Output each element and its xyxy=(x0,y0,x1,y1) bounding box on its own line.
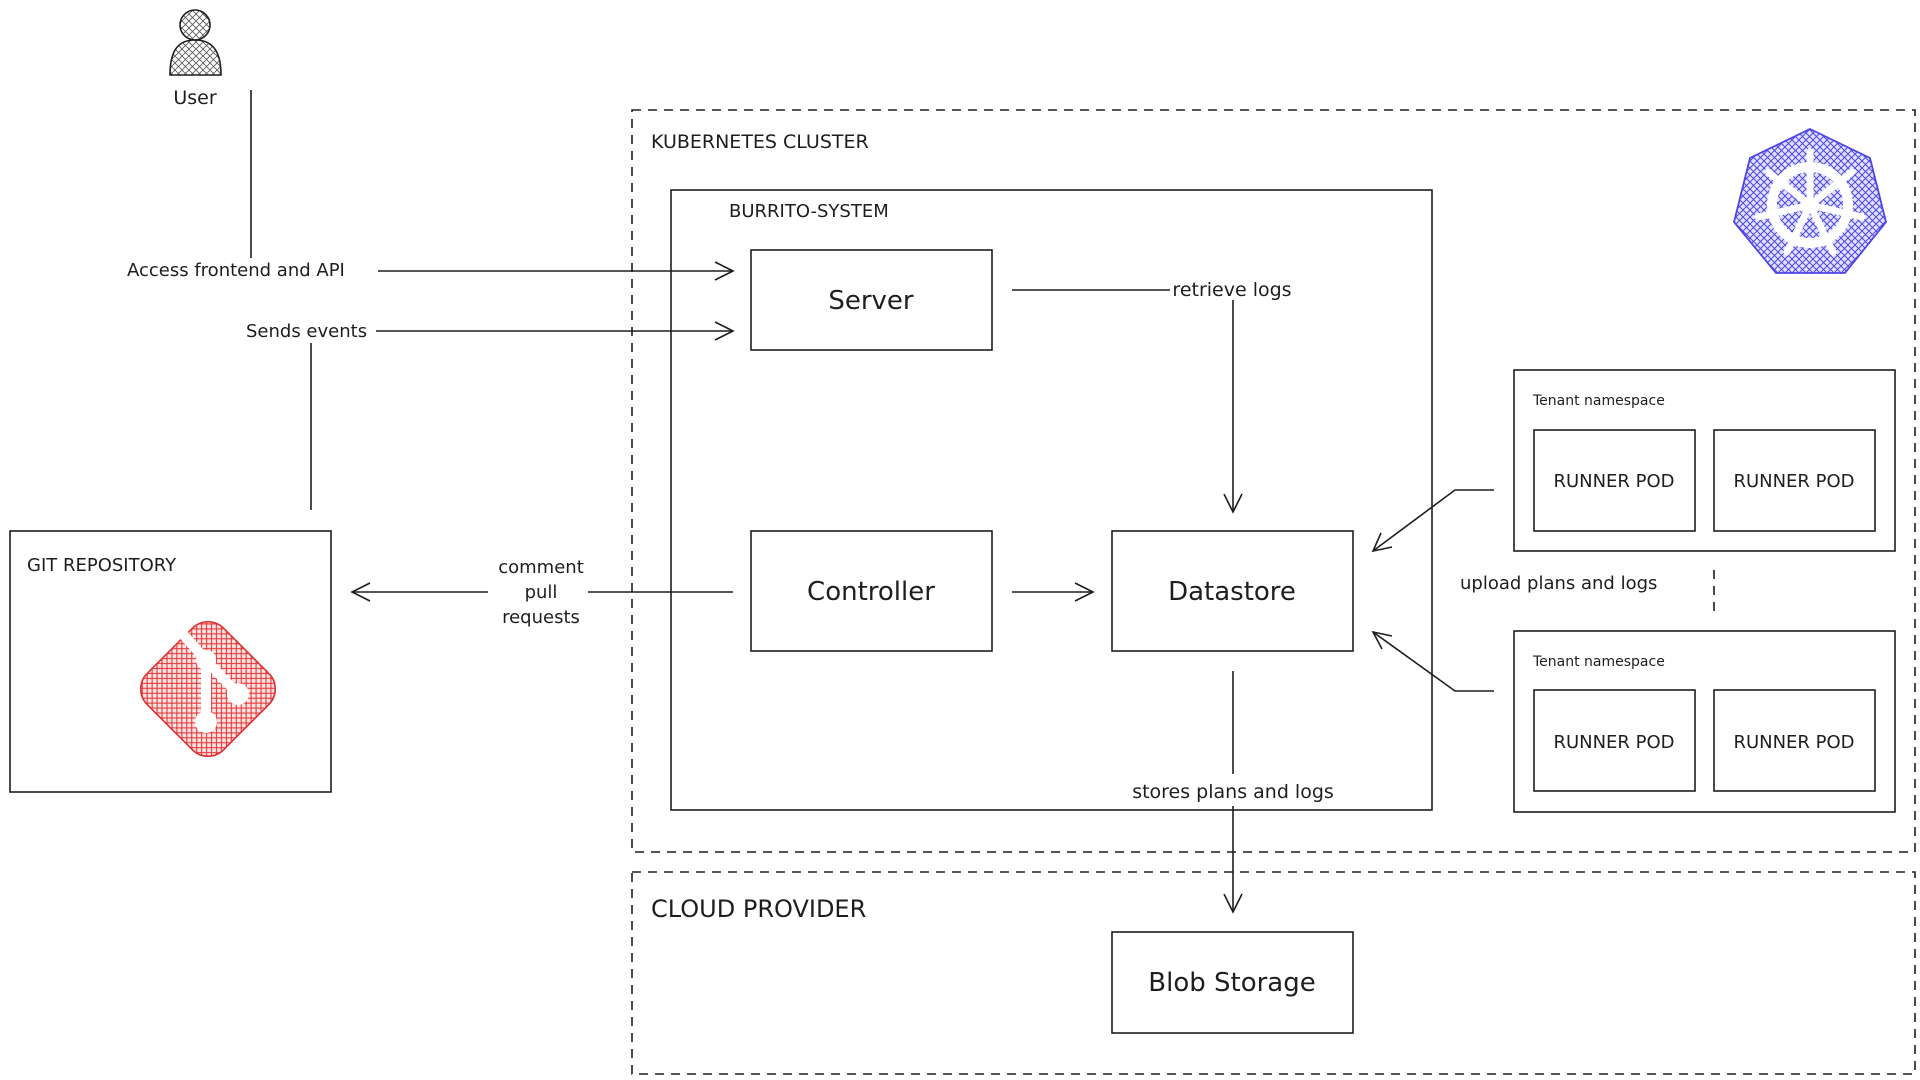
runner-pod-label: RUNNER POD xyxy=(1553,732,1674,753)
cloud-provider-title: CLOUD PROVIDER xyxy=(651,895,866,923)
sends-events-arrow xyxy=(376,321,735,341)
kubernetes-cluster-box xyxy=(631,109,1916,853)
runner-pod-box xyxy=(1533,429,1696,532)
server-label: Server xyxy=(828,286,914,316)
user-label: User xyxy=(173,87,216,109)
git-repository-box xyxy=(9,530,332,793)
runner-pod-box xyxy=(1533,689,1696,792)
comment-label-line1: comment xyxy=(498,557,584,578)
burrito-system-title: BURRITO-SYSTEM xyxy=(729,201,889,222)
controller-to-datastore-arrow xyxy=(1012,582,1095,602)
stores-plans-label: stores plans and logs xyxy=(1132,781,1334,803)
runner-pod-box xyxy=(1713,689,1876,792)
runner-pod-label: RUNNER POD xyxy=(1553,471,1674,492)
blob-storage-label: Blob Storage xyxy=(1148,968,1315,998)
user-icon xyxy=(169,9,222,76)
blob-storage-box xyxy=(1111,931,1354,1034)
access-frontend-label: Access frontend and API xyxy=(127,260,345,281)
comment-label-line3: requests xyxy=(502,607,580,628)
tenant-namespace-title: Tenant namespace xyxy=(1532,654,1665,670)
datastore-box xyxy=(1111,530,1354,652)
controller-label: Controller xyxy=(807,577,935,607)
server-box xyxy=(750,249,993,351)
runner-pod-box xyxy=(1713,429,1876,532)
runner-pod-label: RUNNER POD xyxy=(1733,471,1854,492)
comment-arrow xyxy=(350,582,733,602)
sends-events-label: Sends events xyxy=(246,321,367,342)
access-arrow xyxy=(378,261,735,281)
upload-arrow-top xyxy=(1371,489,1494,553)
upload-arrow-bottom xyxy=(1371,630,1494,692)
comment-label-line2: pull xyxy=(525,582,558,603)
stores-plans-arrow xyxy=(1223,671,1243,914)
datastore-label: Datastore xyxy=(1168,577,1296,607)
retrieve-logs-label: retrieve logs xyxy=(1172,279,1291,301)
runner-pod-label: RUNNER POD xyxy=(1733,732,1854,753)
git-repository-title: GIT REPOSITORY xyxy=(27,555,177,576)
upload-plans-label: upload plans and logs xyxy=(1460,573,1657,594)
cloud-provider-box xyxy=(631,871,1916,1075)
kubernetes-cluster-title: KUBERNETES CLUSTER xyxy=(651,131,869,153)
burrito-system-box xyxy=(670,189,1433,811)
retrieve-logs-arrow xyxy=(1012,289,1243,514)
tenant-namespace-title: Tenant namespace xyxy=(1532,393,1665,409)
tenant-namespace-box xyxy=(1513,369,1896,552)
tenant-namespace-box xyxy=(1513,630,1896,813)
kubernetes-logo-icon xyxy=(1733,128,1887,274)
git-logo-icon xyxy=(139,620,277,758)
controller-box xyxy=(750,530,993,652)
